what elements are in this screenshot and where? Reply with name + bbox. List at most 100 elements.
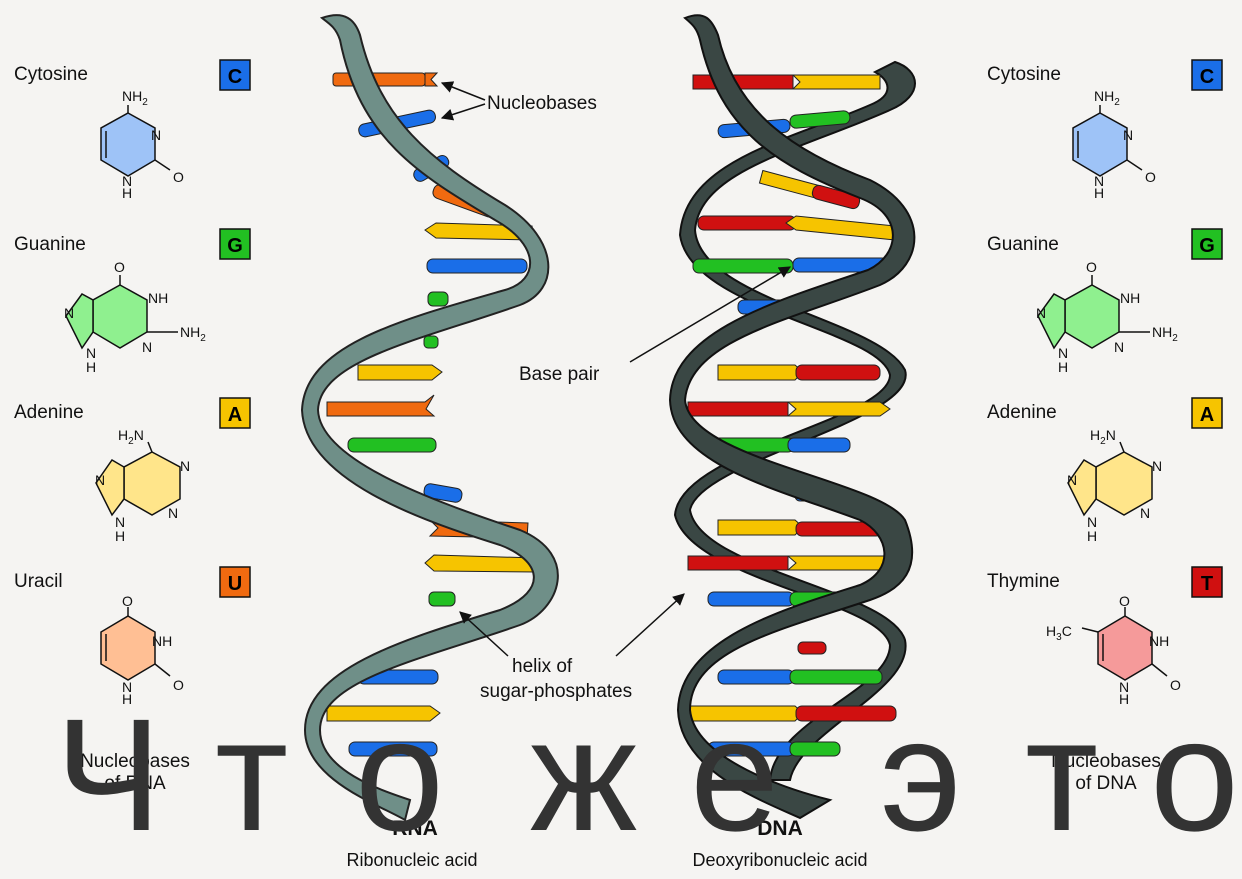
svg-text:H: H [1058,359,1068,375]
dna-base-row [798,642,826,654]
dna-thymine-letter: T [1201,573,1213,595]
svg-text:N: N [95,472,105,488]
rna-footer-line2: of RNA [104,773,166,794]
rna-guanine-name: Guanine [14,234,86,255]
rna-base-row [424,336,438,348]
dna-base-row [698,216,895,240]
svg-text:N: N [142,339,152,355]
svg-text:O: O [1086,259,1097,275]
svg-text:H2N: H2N [118,427,144,447]
svg-text:NH: NH [148,290,168,306]
svg-text:H3C: H3C [1046,623,1072,643]
svg-text:O: O [114,259,125,275]
rna-adenine-name: Adenine [14,402,84,423]
svg-text:NH2: NH2 [122,88,148,108]
svg-text:N: N [1123,127,1133,143]
rna-cytosine-name: Cytosine [14,64,88,85]
svg-text:H: H [1119,691,1129,707]
dna-full-name: Deoxyribonucleic acid [692,850,867,870]
thymine-structure-icon: O H3C NH O N H [1046,593,1181,707]
base-pair-label: Base pair [519,364,600,385]
svg-text:H: H [1087,528,1097,544]
helix-label-line2: sugar-phosphates [480,681,632,702]
svg-text:N: N [1140,505,1150,521]
dna-base-row [688,706,896,721]
dna-base-row [688,402,890,416]
svg-text:N: N [168,505,178,521]
rna-guanine-letter: G [227,235,243,257]
callout-helix: helix of sugar-phosphates [460,594,684,702]
dna-thymine-name: Thymine [987,571,1060,592]
rna-base-row [348,438,436,452]
svg-text:O: O [1145,169,1156,185]
cytosine-structure-icon: NH2 N O N H [1073,88,1156,201]
svg-text:H2N: H2N [1090,427,1116,447]
svg-text:NH2: NH2 [180,324,206,344]
guanine-structure-icon: O NH NH2 N N N H [1036,259,1178,375]
dna-cytosine-name: Cytosine [987,64,1061,85]
adenine-structure-icon: H2N N N N N H [1067,427,1162,544]
helix-label-line1: helix of [512,656,573,677]
rna-base-row [327,395,434,416]
svg-text:H: H [115,528,125,544]
uracil-structure-icon: O NH O N H [101,593,184,707]
svg-text:NH: NH [152,633,172,649]
rna-adenine-letter: A [228,404,242,426]
svg-text:O: O [173,677,184,693]
svg-text:N: N [1067,472,1077,488]
svg-text:H: H [122,691,132,707]
svg-text:N: N [64,305,74,321]
rna-cytosine-letter: C [228,66,242,88]
cytosine-structure-icon: NH2 N O N H [101,88,184,201]
rna-base-row [429,592,455,606]
rna-nucleobase-panel: Cytosine C NH2 N O N H Guanine G O NH NH… [14,60,250,794]
svg-text:O: O [122,593,133,609]
callout-nucleobases: Nucleobases [442,83,597,118]
nucleobases-label: Nucleobases [487,93,597,114]
dna-adenine-letter: A [1200,404,1214,426]
dna-base-row [708,742,840,756]
rna-uracil-name: Uracil [14,571,63,592]
dna-nucleobase-panel: Cytosine C NH2 N O N H Guanine G O NH NH… [987,60,1222,794]
svg-text:O: O [1170,677,1181,693]
rna-base-row [427,259,527,273]
rna-base-row [425,555,536,572]
dna-guanine-letter: G [1199,235,1215,257]
svg-text:N: N [1114,339,1124,355]
adenine-structure-icon: H2N N N N N H [95,427,190,544]
svg-text:N: N [1036,305,1046,321]
svg-text:H: H [86,359,96,375]
svg-text:O: O [1119,593,1130,609]
dna-helix [670,15,915,818]
svg-text:H: H [122,185,132,201]
rna-footer-line1: Nucleobases [80,751,190,772]
dna-guanine-name: Guanine [987,234,1059,255]
guanine-structure-icon: O NH NH2 N N N H [64,259,206,375]
dna-base-row [688,556,898,570]
svg-text:H: H [1094,185,1104,201]
rna-acronym: RNA [392,817,438,840]
dna-base-row [718,670,882,684]
dna-base-row [718,365,880,380]
rna-uracil-letter: U [228,573,242,595]
rna-base-row [327,706,440,721]
svg-text:NH: NH [1120,290,1140,306]
rna-full-name: Ribonucleic acid [346,850,477,870]
svg-text:NH: NH [1149,633,1169,649]
rna-base-row [428,292,448,306]
dna-acronym: DNA [757,817,803,840]
dna-cytosine-letter: C [1200,66,1214,88]
dna-base-row [693,258,888,273]
svg-text:NH2: NH2 [1094,88,1120,108]
svg-text:NH2: NH2 [1152,324,1178,344]
dna-adenine-name: Adenine [987,402,1057,423]
rna-base-row [349,742,437,756]
svg-text:N: N [1152,458,1162,474]
dna-footer-line2: of DNA [1075,773,1137,794]
rna-base-row [358,365,442,380]
svg-text:N: N [151,127,161,143]
dna-base-row [718,520,882,536]
svg-text:N: N [180,458,190,474]
svg-text:O: O [173,169,184,185]
